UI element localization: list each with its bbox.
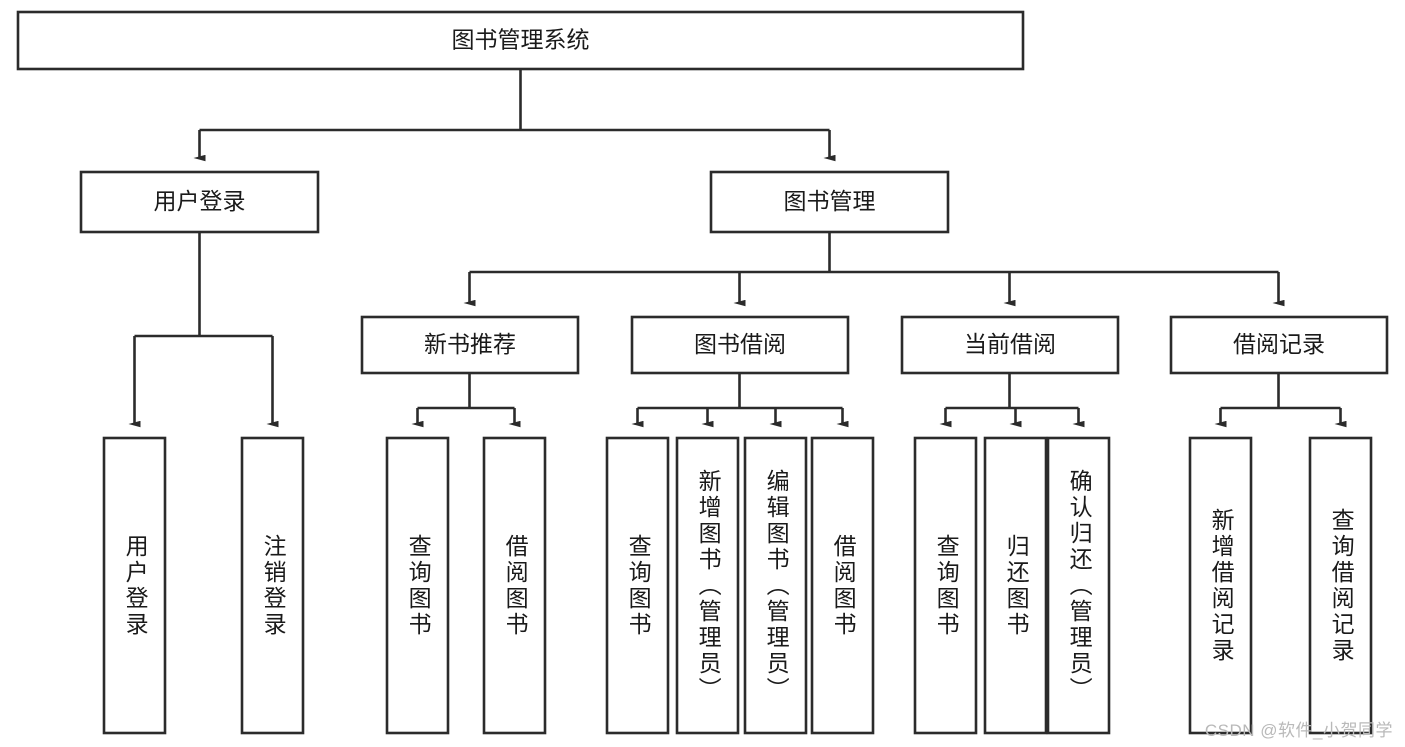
node-box-book-manage[interactable] bbox=[709, 170, 950, 234]
node-box-borrow-record[interactable] bbox=[1169, 315, 1389, 375]
node-label-root: 图书管理系统 bbox=[452, 27, 590, 53]
node-box-leaf-borrow-book[interactable] bbox=[810, 436, 875, 735]
node-box-current-borrow[interactable] bbox=[900, 315, 1120, 375]
node-box-leaf-logout[interactable] bbox=[240, 436, 305, 735]
node-box-book-borrow[interactable] bbox=[630, 315, 850, 375]
node-box-leaf-query-book-rec[interactable] bbox=[385, 436, 450, 735]
node-label-book-borrow: 图书借阅 bbox=[694, 331, 786, 357]
node-label-current-borrow: 当前借阅 bbox=[964, 331, 1056, 357]
node-label-book-manage: 图书管理 bbox=[784, 188, 876, 214]
node-box-root[interactable] bbox=[16, 10, 1025, 71]
node-box-leaf-add-borrow-record[interactable] bbox=[1188, 436, 1253, 735]
node-box-leaf-add-book-admin[interactable] bbox=[675, 436, 740, 735]
node-box-leaf-return-book[interactable] bbox=[983, 436, 1048, 735]
boxes-layer bbox=[16, 10, 1389, 735]
node-label-user-login: 用户登录 bbox=[154, 188, 246, 214]
node-box-leaf-borrow-book-rec[interactable] bbox=[482, 436, 547, 735]
node-box-leaf-edit-book-admin[interactable] bbox=[743, 436, 808, 735]
node-label-new-book-rec: 新书推荐 bbox=[424, 331, 516, 357]
node-box-user-login[interactable] bbox=[79, 170, 320, 234]
node-box-leaf-user-login[interactable] bbox=[102, 436, 167, 735]
node-label-borrow-record: 借阅记录 bbox=[1233, 331, 1325, 357]
node-box-new-book-rec[interactable] bbox=[360, 315, 580, 375]
node-box-leaf-query-book-current[interactable] bbox=[913, 436, 978, 735]
node-box-leaf-confirm-return-admin[interactable] bbox=[1046, 436, 1111, 735]
connectors-layer bbox=[128, 69, 1347, 428]
node-box-leaf-query-borrow-record[interactable] bbox=[1308, 436, 1373, 735]
node-box-leaf-query-book-borrow[interactable] bbox=[605, 436, 670, 735]
watermark-text: CSDN @软件_小贺同学 bbox=[1204, 721, 1393, 740]
